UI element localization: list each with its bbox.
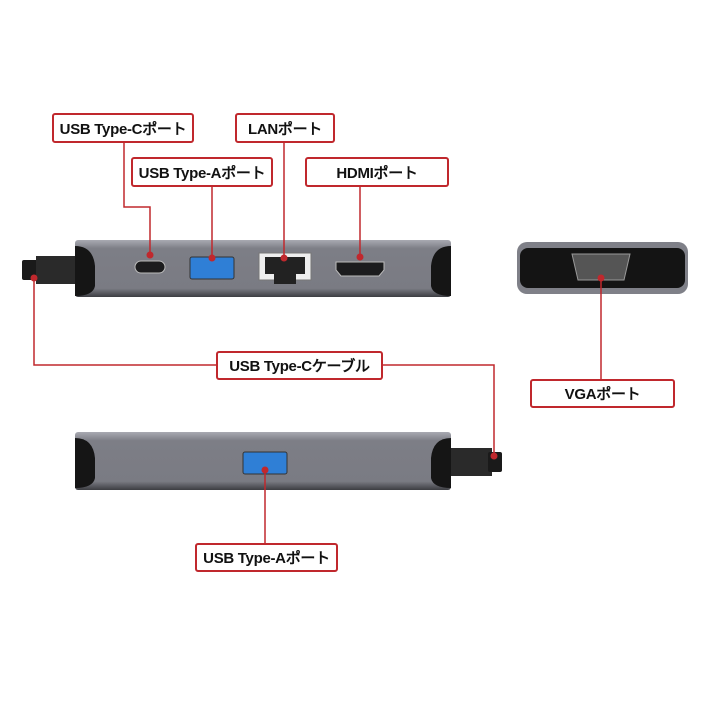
label-usb-a-port-top: USB Type-Aポート — [131, 157, 273, 187]
usb-c-cable-left — [22, 256, 78, 284]
label-lan-port: LANポート — [235, 113, 335, 143]
usb-c-port-icon — [134, 260, 166, 274]
callout-lines — [33, 142, 602, 543]
label-hdmi-port: HDMIポート — [305, 157, 449, 187]
callout-dots — [30, 251, 605, 474]
label-usb-c-port: USB Type-Cポート — [52, 113, 194, 143]
vga-port-icon — [571, 253, 631, 281]
label-usb-c-cable: USB Type-Cケーブル — [216, 351, 383, 380]
hub-side-view — [75, 432, 502, 490]
hdmi-port-icon — [335, 261, 385, 277]
hub-top-view — [75, 240, 451, 297]
label-vga-port: VGAポート — [530, 379, 675, 408]
vga-adapter — [517, 242, 688, 294]
label-usb-a-port-bottom: USB Type-Aポート — [195, 543, 338, 572]
